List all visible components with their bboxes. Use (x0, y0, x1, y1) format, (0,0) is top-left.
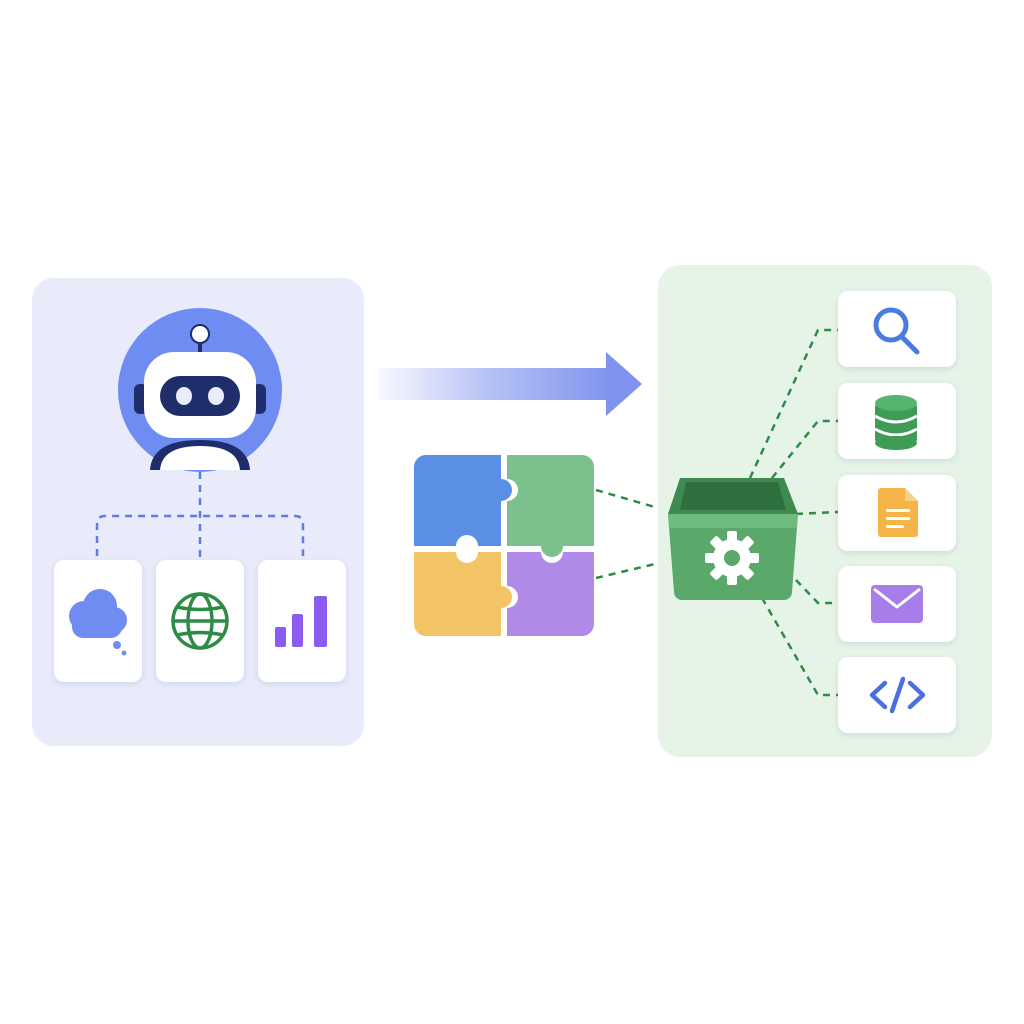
globe-icon (171, 592, 229, 650)
puzzle-piece-yellow (414, 552, 512, 636)
tools-panel (658, 265, 992, 757)
code-icon (869, 676, 926, 714)
robot-icon (118, 308, 282, 472)
puzzle-piece-blue (414, 455, 512, 546)
puzzle-icon (414, 455, 594, 636)
search-icon (873, 307, 920, 355)
tool-card-search[interactable] (838, 291, 956, 367)
toolbox-gear-icon[interactable] (668, 478, 798, 600)
document-icon (878, 488, 918, 537)
thought-cloud-icon (69, 589, 127, 656)
puzzle-piece-purple (507, 552, 594, 636)
agent-panel (32, 278, 364, 746)
database-icon (874, 395, 918, 450)
mail-icon (871, 585, 923, 623)
agent-capability-connectors (95, 472, 305, 560)
puzzle-piece-green (507, 455, 594, 557)
arrow-right-icon (378, 352, 642, 416)
toolbox-tool-connectors (748, 328, 839, 697)
bar-chart-icon (275, 596, 327, 647)
